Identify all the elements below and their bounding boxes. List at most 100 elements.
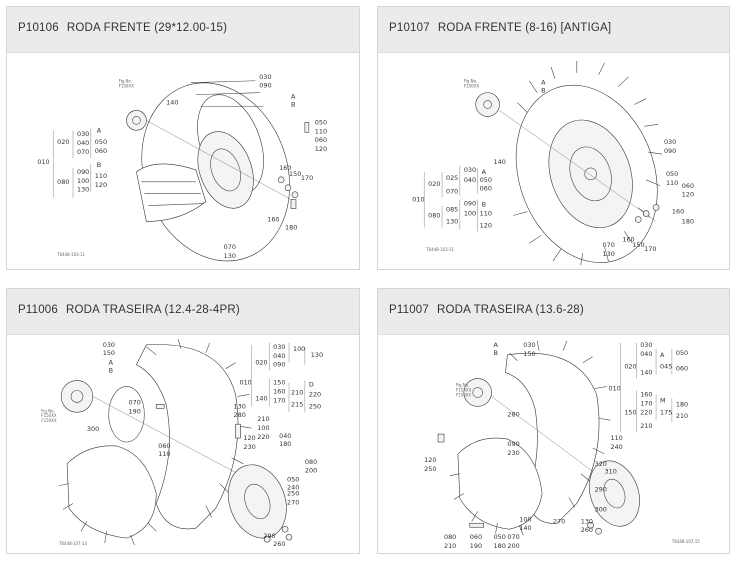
part-number-label: 080 <box>305 458 317 466</box>
part-number-label: 090 <box>77 168 89 176</box>
part-number-label: 040 <box>273 352 285 360</box>
part-number-label: 210 <box>291 388 303 396</box>
part-number-label: A <box>97 126 102 134</box>
part-number-label: 080 <box>57 178 69 186</box>
part-number-label: 180 <box>285 223 297 231</box>
part-number-label: 140 <box>640 369 652 377</box>
part-number-label: 110 <box>610 434 622 442</box>
part-number-label: 060 <box>470 533 482 541</box>
part-number-label: 130 <box>311 351 323 359</box>
part-number-label: 140 <box>519 524 531 532</box>
part-number-label: 030 <box>523 341 535 349</box>
part-number-label: 270 <box>553 517 565 525</box>
part-number-label: 110 <box>480 209 492 217</box>
part-number-label: 020 <box>57 138 69 146</box>
part-number-label: A <box>541 79 546 87</box>
part-number-label: 030 <box>103 341 115 349</box>
part-number-label: 220 <box>309 390 321 398</box>
part-number-label: 150 <box>103 349 115 357</box>
part-number-label: 180 <box>494 542 506 550</box>
wheel-diagram: Fig.No. F150XX 140 030 090 A B 050 110 0… <box>7 53 359 269</box>
part-number-label: 160 <box>622 235 634 243</box>
part-number-label: 270 <box>287 498 299 506</box>
part-number-label: 090 <box>273 361 285 369</box>
part-number-label: 260 <box>273 540 285 548</box>
part-number-label: 085 <box>446 206 458 214</box>
wheel-diagram: A B 030 150 Fig.No. F15XXX F150XX 280 09… <box>378 335 729 553</box>
part-number-label: 240 <box>287 484 299 492</box>
part-number-label: 130 <box>581 517 593 525</box>
part-number-label: A <box>291 93 296 101</box>
part-number-label: 290 <box>595 486 607 494</box>
part-number-label: 120 <box>95 181 107 189</box>
part-number-label: 070 <box>224 243 236 251</box>
part-number-label: 130 <box>234 402 246 410</box>
part-number-label: 210 <box>257 415 269 423</box>
part-number-label: 050 <box>494 533 506 541</box>
part-number-label: 150 <box>289 170 301 178</box>
tire-drawing <box>437 340 640 536</box>
part-number-label: 070 <box>507 533 519 541</box>
part-number-label: 090 <box>664 147 676 155</box>
part-number-label: B <box>109 367 113 375</box>
part-number-label: 070 <box>129 398 141 406</box>
part-number-label: 240 <box>610 443 622 451</box>
part-number-label: 100 <box>293 345 305 353</box>
part-number-label: 060 <box>676 365 688 373</box>
part-number-label: 190 <box>129 407 141 415</box>
part-number-label: 110 <box>315 127 327 135</box>
part-number-label: 100 <box>77 177 89 185</box>
part-number-label: 150 <box>632 241 644 249</box>
part-number-label: 130 <box>446 217 458 225</box>
part-number-label: 210 <box>444 542 456 550</box>
part-number-label: 130 <box>603 250 615 258</box>
part-number-label: 210 <box>676 412 688 420</box>
part-number-label: 170 <box>640 399 652 407</box>
part-number-label: Fig.No. <box>41 408 54 413</box>
part-number-label: 160 <box>267 215 279 223</box>
part-number-label: 050 <box>666 170 678 178</box>
part-number-label: 045 <box>660 363 672 371</box>
part-number-label: T6448-107-15 <box>671 539 700 544</box>
part-number-label: 320 <box>595 460 607 468</box>
part-number-label: 160 <box>279 164 291 172</box>
part-number-label: 100 <box>464 209 476 217</box>
part-number-label: 100 <box>257 424 269 432</box>
part-number-label: 130 <box>224 252 236 260</box>
part-number-label: Fig.No. <box>456 383 469 388</box>
part-number-label: 230 <box>243 443 255 451</box>
part-number-label: F150XX <box>41 413 57 418</box>
part-number-label: 220 <box>257 433 269 441</box>
part-number-label: 250 <box>309 402 321 410</box>
part-number-label: 025 <box>446 174 458 182</box>
part-number-label: 140 <box>494 158 506 166</box>
part-number-label: 140 <box>166 99 178 107</box>
part-number-label: 160 <box>672 208 684 216</box>
part-number-label: B <box>494 349 498 357</box>
part-number-label: 210 <box>640 422 652 430</box>
part-number-label: T6448-103-11 <box>56 252 85 257</box>
part-number-label: 020 <box>624 363 636 371</box>
part-number-label: 030 <box>664 138 676 146</box>
part-number-label: 030 <box>273 343 285 351</box>
part-number-label: 090 <box>464 200 476 208</box>
part-number-label: 200 <box>305 467 317 475</box>
part-number-label: 040 <box>464 176 476 184</box>
part-number-label: 090 <box>259 82 271 90</box>
part-number-label: 180 <box>279 440 291 448</box>
part-number-label: 280 <box>234 411 246 419</box>
part-number-label: B <box>97 161 101 169</box>
part-number-label: 010 <box>608 384 620 392</box>
part-number-label: A <box>482 168 487 176</box>
part-number-label: 280 <box>507 410 519 418</box>
part-number-label: 070 <box>77 148 89 156</box>
part-number-label: 070 <box>603 241 615 249</box>
